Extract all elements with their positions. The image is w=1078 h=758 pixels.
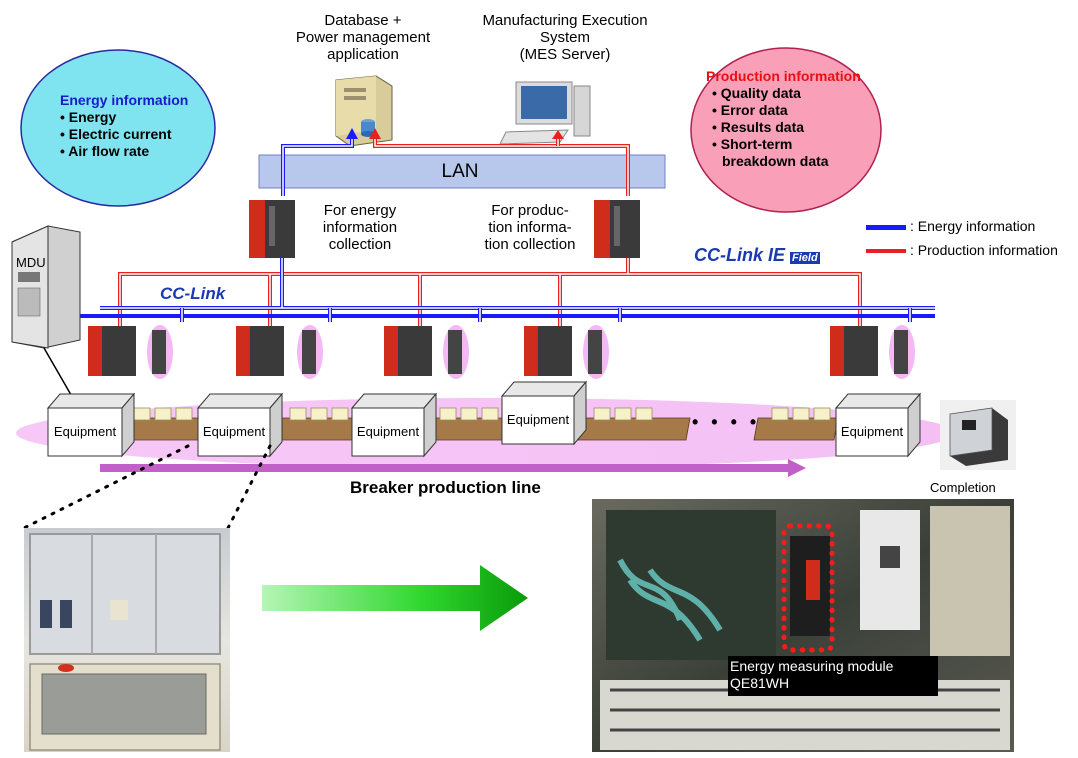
module-highlight-box	[781, 523, 835, 653]
continuation-dots: • • • •	[692, 412, 761, 432]
plc-line-3	[384, 325, 469, 379]
plc-line-2	[236, 325, 323, 379]
plc-line-5	[830, 325, 915, 379]
database-label: Database + Power management application	[278, 12, 448, 63]
lan-bar	[258, 154, 666, 189]
panel-photo	[592, 499, 1014, 752]
mes-label: Manufacturing Execution System (MES Serv…	[460, 12, 670, 63]
production-bubble-item: • Short-term	[712, 136, 793, 152]
equipment-label: Equipment	[840, 424, 904, 439]
production-bubble	[690, 47, 882, 213]
mes-label-line2: System	[539, 29, 590, 46]
mdu-connector	[43, 347, 75, 401]
equipment-boxes	[46, 380, 922, 458]
production-collection-line3: tion collection	[484, 236, 576, 253]
energy-bubble	[20, 49, 216, 207]
production-bubble-item: • Results data	[712, 119, 805, 135]
legend-energy-text: : Energy information	[910, 218, 1036, 234]
energy-arrowhead	[346, 128, 358, 139]
cclink-logo: CC-Link	[160, 284, 226, 303]
cclink-ie-field-bus	[118, 258, 862, 330]
plc-production-collection	[594, 200, 640, 258]
energy-bubble-item: • Air flow rate	[60, 143, 150, 159]
energy-bubble-item: • Electric current	[60, 126, 172, 142]
production-arrowhead	[369, 128, 381, 139]
production-lan-link	[373, 138, 630, 196]
energy-collection-label: For energy information collection	[305, 202, 415, 253]
module-caption-line1: Energy measuring module	[730, 658, 894, 674]
mes-arrowhead	[552, 130, 564, 139]
production-collection-line1: For produc-	[491, 202, 569, 219]
legend-production-text: : Production information	[910, 242, 1058, 258]
equipment-label: Equipment	[202, 424, 266, 439]
legend-production-swatch	[866, 249, 906, 253]
equipment-label: Equipment	[506, 412, 570, 427]
legend-energy: : Energy information	[866, 218, 1066, 242]
production-collection-line2: tion informa-	[488, 219, 572, 236]
production-bubble-text: Production information • Quality data • …	[706, 68, 876, 170]
energy-bubble-text: Energy information • Energy • Electric c…	[60, 92, 220, 160]
callout-dotted-lines	[22, 444, 272, 530]
cclink-bus	[30, 258, 935, 322]
mdu-cabinet-icon	[11, 225, 81, 349]
energy-collection-line1: For energy	[323, 202, 397, 219]
production-line-label: Breaker production line	[350, 478, 541, 497]
cclink-ie-text: CC-Link IE	[694, 245, 786, 265]
legend: : Energy information : Production inform…	[866, 218, 1066, 266]
plc-energy-collection	[249, 200, 295, 258]
module-caption-box	[728, 656, 938, 696]
production-bubble-title: Production information	[706, 68, 861, 84]
production-flow-arrow	[100, 464, 788, 472]
mes-computer-icon	[499, 81, 591, 145]
module-caption-line2: QE81WH	[730, 675, 790, 691]
completion-label: Completion	[930, 480, 996, 495]
production-flow-arrowhead	[788, 459, 806, 477]
legend-energy-swatch	[866, 225, 906, 230]
plc-line-1	[88, 325, 173, 379]
mes-label-line3: (MES Server)	[519, 46, 611, 63]
energy-bubble-item: • Energy	[60, 109, 117, 125]
production-bubble-item-cont: breakdown data	[722, 153, 829, 169]
module-caption: Energy measuring module QE81WH	[730, 658, 940, 692]
database-label-line3: application	[327, 46, 399, 63]
green-transition-arrow	[262, 565, 528, 631]
lan-label: LAN	[441, 161, 479, 182]
equipment-label: Equipment	[356, 424, 420, 439]
database-server-icon	[335, 75, 393, 147]
energy-bubble-title: Energy information	[60, 92, 189, 108]
database-label-line2: Power management	[295, 29, 431, 46]
production-bubble-item: • Error data	[712, 102, 788, 118]
equipment-label: Equipment	[53, 424, 117, 439]
legend-production: : Production information	[866, 242, 1066, 266]
energy-collection-line3: collection	[328, 236, 392, 253]
energy-lan-link	[281, 138, 354, 196]
field-badge: Field	[790, 252, 820, 264]
breaker-product-icon	[940, 400, 1016, 470]
equipment-photo	[24, 528, 230, 752]
production-collection-label: For produc- tion informa- tion collectio…	[470, 202, 590, 253]
mes-label-line1: Manufacturing Execution	[482, 12, 648, 29]
database-label-line1: Database +	[324, 12, 402, 29]
energy-collection-line2: information	[322, 219, 398, 236]
mdu-label: MDU	[16, 255, 46, 270]
cclink-ie-field-logo: CC-Link IE Field	[694, 245, 820, 268]
plc-line-4	[524, 325, 609, 379]
workpieces	[133, 407, 831, 421]
production-bubble-item: • Quality data	[712, 85, 801, 101]
